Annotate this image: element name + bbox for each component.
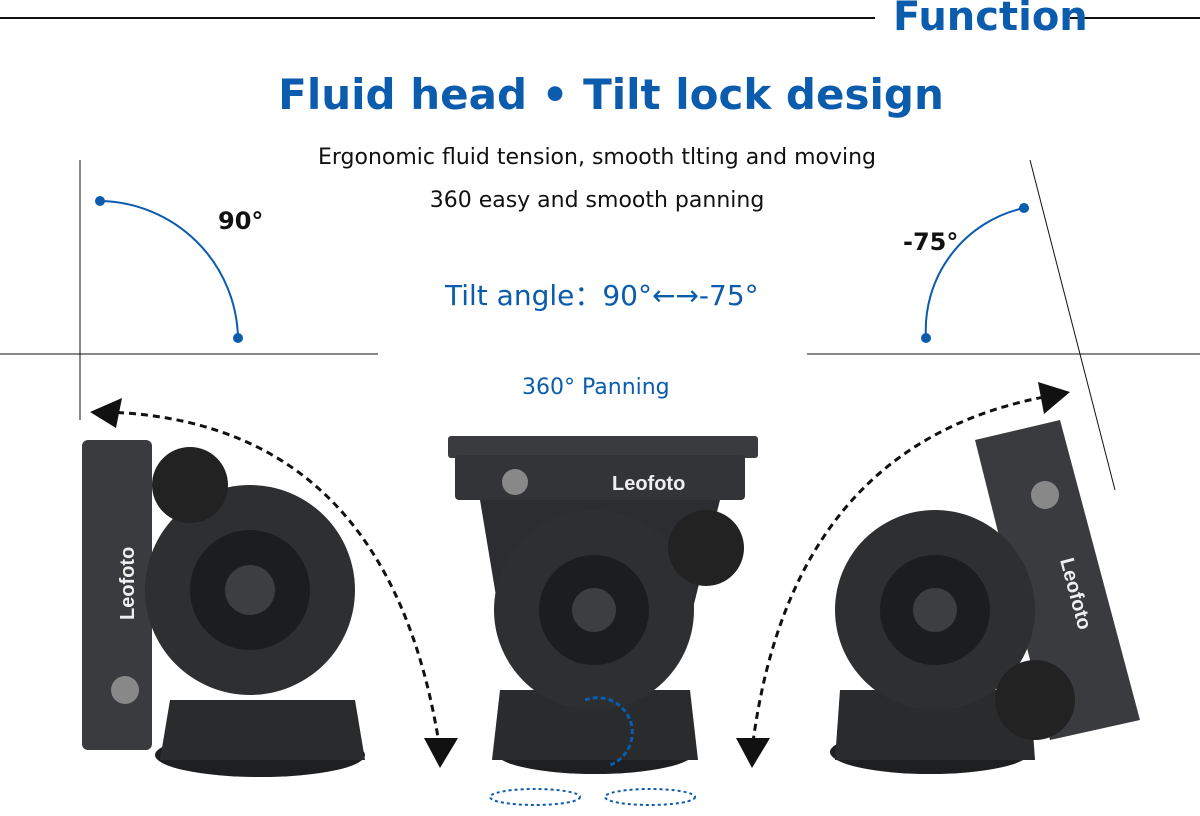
arrowhead-icon: [424, 738, 458, 768]
angle-label-right: -75°: [903, 228, 959, 256]
arc-dot: [921, 333, 931, 343]
arc-dot: [95, 196, 105, 206]
fluid-head-right-photo: Leofoto: [830, 420, 1140, 774]
left-angle-arc: [99, 200, 239, 339]
arc-dot: [233, 333, 243, 343]
feature-line: Ergonomic fluid tension, smooth tlting a…: [317, 145, 877, 170]
panning-label: 360° Panning: [522, 375, 670, 400]
feature-line: 360 easy and smooth panning: [429, 188, 765, 213]
leofoto-logo-center: Leofoto: [612, 473, 685, 495]
pan-ellipse-right: [604, 788, 696, 806]
pan-ellipse-left: [489, 788, 581, 806]
angle-label-left: 90°: [218, 207, 264, 235]
arrowhead-icon: [736, 738, 770, 768]
right-angle-arc: [924, 207, 1025, 339]
section-title: Function: [893, 0, 1088, 40]
main-title: Fluid head • Tilt lock design: [278, 70, 944, 119]
right-slanted-axis: [1029, 159, 1116, 491]
left-tilt-arc: [104, 410, 442, 751]
right-tilt-arc: [750, 393, 1056, 751]
tilt-angle-label: Tilt angle：90°←→-75°: [445, 279, 759, 312]
arc-dot: [1019, 203, 1029, 213]
fluid-head-left-photo: Leofoto: [82, 440, 365, 777]
fluid-head-center-photo: Leofoto: [448, 436, 758, 806]
arrowhead-icon: [1038, 382, 1070, 414]
arrowhead-icon: [90, 398, 122, 428]
leofoto-logo-left: Leofoto: [117, 547, 139, 620]
